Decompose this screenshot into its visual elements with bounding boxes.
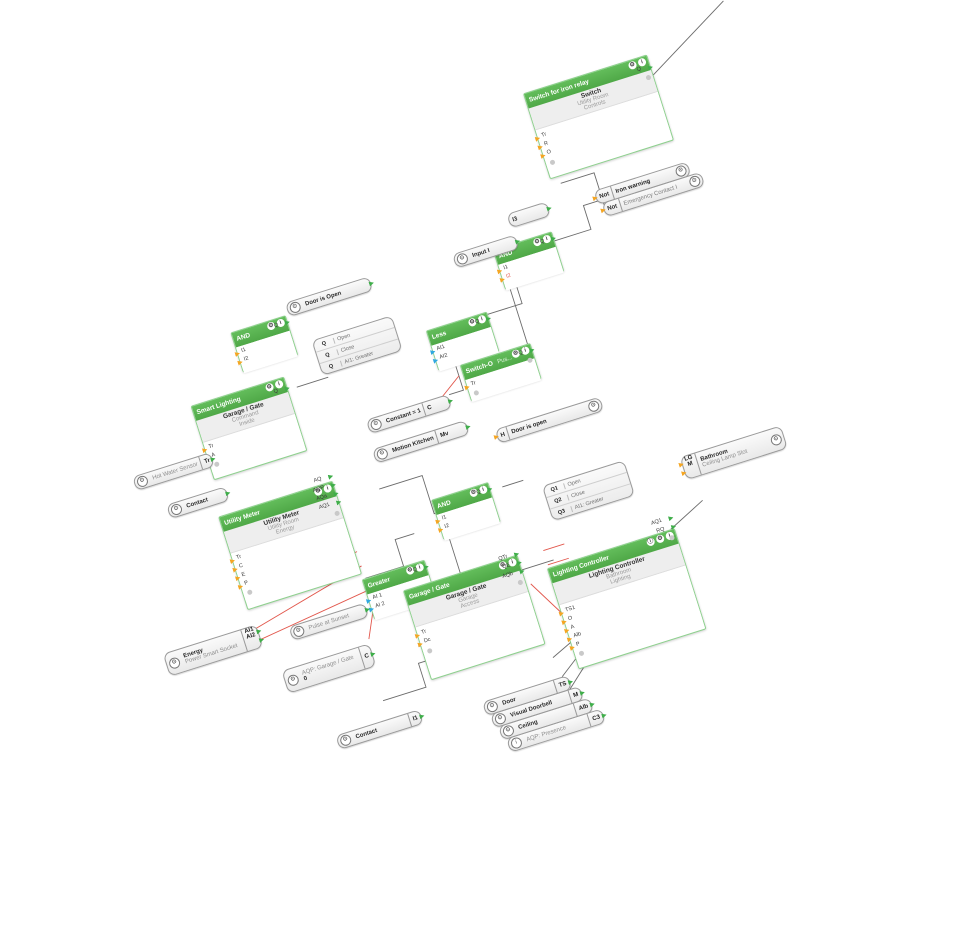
gear-icon[interactable]: ⚙ <box>655 533 666 544</box>
node-status-dot <box>426 647 433 654</box>
input-label-c: C <box>238 562 244 570</box>
gear-icon[interactable]: ⚙ <box>169 502 184 517</box>
node-status-dot <box>246 589 253 596</box>
pill-label: Input I <box>471 247 491 259</box>
gear-icon[interactable]: ⚙ <box>455 252 470 266</box>
gear-icon[interactable]: ⚙ <box>135 474 150 489</box>
stack-key: Q <box>320 360 343 373</box>
input-label-e: E <box>240 571 247 579</box>
node-header-label: Less <box>431 329 448 341</box>
gear-icon[interactable]: ⚙ <box>167 655 182 670</box>
gear-icon[interactable]: ⚙ <box>687 174 702 189</box>
flow-canvas[interactable]: Switch for iron relay ⚙ i Switch Utility… <box>0 0 980 817</box>
input-label-tr: Tr <box>470 380 477 388</box>
node-status-dot <box>473 389 480 397</box>
gear-icon[interactable]: ⚙ <box>369 417 384 432</box>
node-header-label: AND <box>436 499 452 511</box>
node-header-note: Pus... <box>496 355 514 366</box>
info-icon[interactable]: i <box>509 736 524 750</box>
stack-key: Q3 <box>551 505 573 518</box>
input-label-i1: I1 <box>441 514 448 522</box>
input-label-a: A <box>569 623 576 631</box>
pill-label: I3 <box>511 215 519 223</box>
input-label-tr: Tr <box>235 553 243 562</box>
input-label-p: P <box>243 579 249 587</box>
gear-icon[interactable]: ⚙ <box>338 733 353 748</box>
input-label-ai1: AI 1 <box>371 592 383 601</box>
gear-icon[interactable]: ⚙ <box>769 432 784 447</box>
input-label-alb: Alb <box>572 631 583 640</box>
input-label-i2: I2 <box>443 522 451 530</box>
gear-icon[interactable]: ⚙ <box>375 447 390 461</box>
input-label-o: O <box>567 615 574 623</box>
pill-cell-m: M <box>687 460 694 468</box>
node-status-dot <box>578 650 585 657</box>
input-label-i2: I2 <box>505 272 512 280</box>
input-label-i1: I1 <box>502 264 509 272</box>
gear-icon[interactable]: ⚙ <box>586 399 601 414</box>
gear-icon[interactable]: ⚙ <box>288 300 303 315</box>
input-label-i2: I2 <box>243 355 250 363</box>
pill-cell: C <box>421 399 437 416</box>
node-header-label: AND <box>235 331 252 343</box>
input-label-dc: Dc <box>423 636 432 645</box>
input-label-i1: I1 <box>240 346 247 354</box>
input-label-p: P <box>575 641 581 648</box>
pill-label: Not <box>606 203 619 212</box>
input-label-tr: Tr <box>420 628 428 636</box>
input-label-ai2: AI2 <box>438 352 449 361</box>
lock-icon[interactable]: ⓘ <box>645 536 656 547</box>
output-status-dot <box>526 357 534 364</box>
input-label-tr: Tr <box>540 131 548 139</box>
node-status-dot <box>549 159 556 166</box>
input-label-ai1: AI1 <box>435 343 446 353</box>
input-label-tr: Tr <box>207 443 215 451</box>
gear-icon[interactable]: ⚙ <box>291 624 306 639</box>
gear-icon[interactable]: ⚙ <box>286 672 301 687</box>
pill-cell-ai2: AI2 <box>245 632 257 641</box>
input-label-ai2: AI 2 <box>374 600 386 610</box>
input-label-o: O <box>546 148 552 156</box>
input-label-ts1: TS1 <box>564 604 576 614</box>
input-label-r: R <box>543 140 549 148</box>
